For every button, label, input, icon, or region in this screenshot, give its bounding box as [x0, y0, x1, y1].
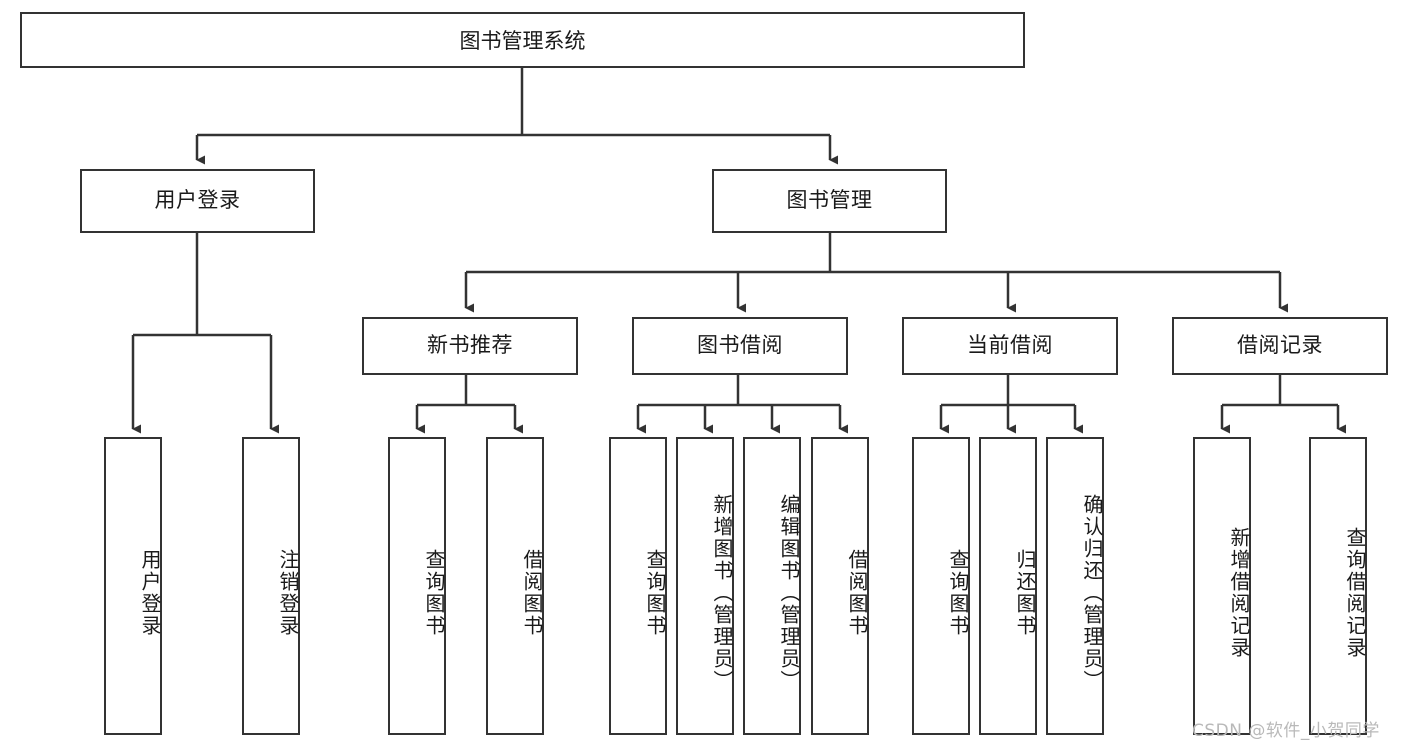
node-leaf-borrow-book-1[interactable]: 借阅图书: [486, 437, 544, 735]
node-leaf-query-book-2[interactable]: 查询图书: [609, 437, 667, 735]
node-current-borrow[interactable]: 当前借阅: [902, 317, 1118, 375]
node-leaf-borrow-book-2-label: 借阅图书: [845, 549, 869, 637]
node-leaf-logout-label: 注销登录: [276, 549, 300, 637]
node-leaf-edit-book-label: 编辑图书（管理员）: [777, 494, 801, 692]
node-leaf-query-book-1[interactable]: 查询图书: [388, 437, 446, 735]
csdn-watermark: CSDN @软件_小贺同学: [1192, 721, 1380, 741]
node-borrow-record[interactable]: 借阅记录: [1172, 317, 1388, 375]
node-leaf-query-book-1-label: 查询图书: [422, 549, 446, 637]
node-current-borrow-label: 当前借阅: [967, 333, 1053, 358]
node-book-borrow[interactable]: 图书借阅: [632, 317, 848, 375]
node-leaf-return-book-label: 归还图书: [1013, 549, 1037, 637]
node-leaf-add-book[interactable]: 新增图书（管理员）: [676, 437, 734, 735]
node-leaf-add-book-label: 新增图书（管理员）: [710, 494, 734, 692]
node-book-borrow-label: 图书借阅: [697, 333, 783, 358]
node-borrow-record-label: 借阅记录: [1237, 333, 1323, 358]
node-leaf-confirm-return-label: 确认归还（管理员）: [1080, 494, 1104, 692]
node-leaf-confirm-return[interactable]: 确认归还（管理员）: [1046, 437, 1104, 735]
node-leaf-add-record[interactable]: 新增借阅记录: [1193, 437, 1251, 735]
node-leaf-query-record[interactable]: 查询借阅记录: [1309, 437, 1367, 735]
node-new-book-recommend[interactable]: 新书推荐: [362, 317, 578, 375]
node-user-login-label: 用户登录: [154, 188, 241, 213]
node-leaf-user-login-label: 用户登录: [138, 549, 162, 637]
node-leaf-edit-book[interactable]: 编辑图书（管理员）: [743, 437, 801, 735]
node-leaf-query-book-2-label: 查询图书: [643, 549, 667, 637]
node-leaf-add-record-label: 新增借阅记录: [1227, 527, 1251, 659]
node-leaf-query-book-3-label: 查询图书: [946, 549, 970, 637]
node-new-book-recommend-label: 新书推荐: [427, 333, 513, 358]
node-root-label: 图书管理系统: [459, 29, 586, 53]
node-leaf-logout[interactable]: 注销登录: [242, 437, 300, 735]
node-book-manage-label: 图书管理: [786, 188, 873, 213]
node-book-manage[interactable]: 图书管理: [712, 169, 947, 233]
node-root[interactable]: 图书管理系统: [20, 12, 1025, 68]
node-user-login[interactable]: 用户登录: [80, 169, 315, 233]
node-leaf-query-record-label: 查询借阅记录: [1343, 527, 1367, 659]
node-leaf-query-book-3[interactable]: 查询图书: [912, 437, 970, 735]
node-leaf-return-book[interactable]: 归还图书: [979, 437, 1037, 735]
node-leaf-user-login[interactable]: 用户登录: [104, 437, 162, 735]
node-leaf-borrow-book-2[interactable]: 借阅图书: [811, 437, 869, 735]
node-leaf-borrow-book-1-label: 借阅图书: [520, 549, 544, 637]
